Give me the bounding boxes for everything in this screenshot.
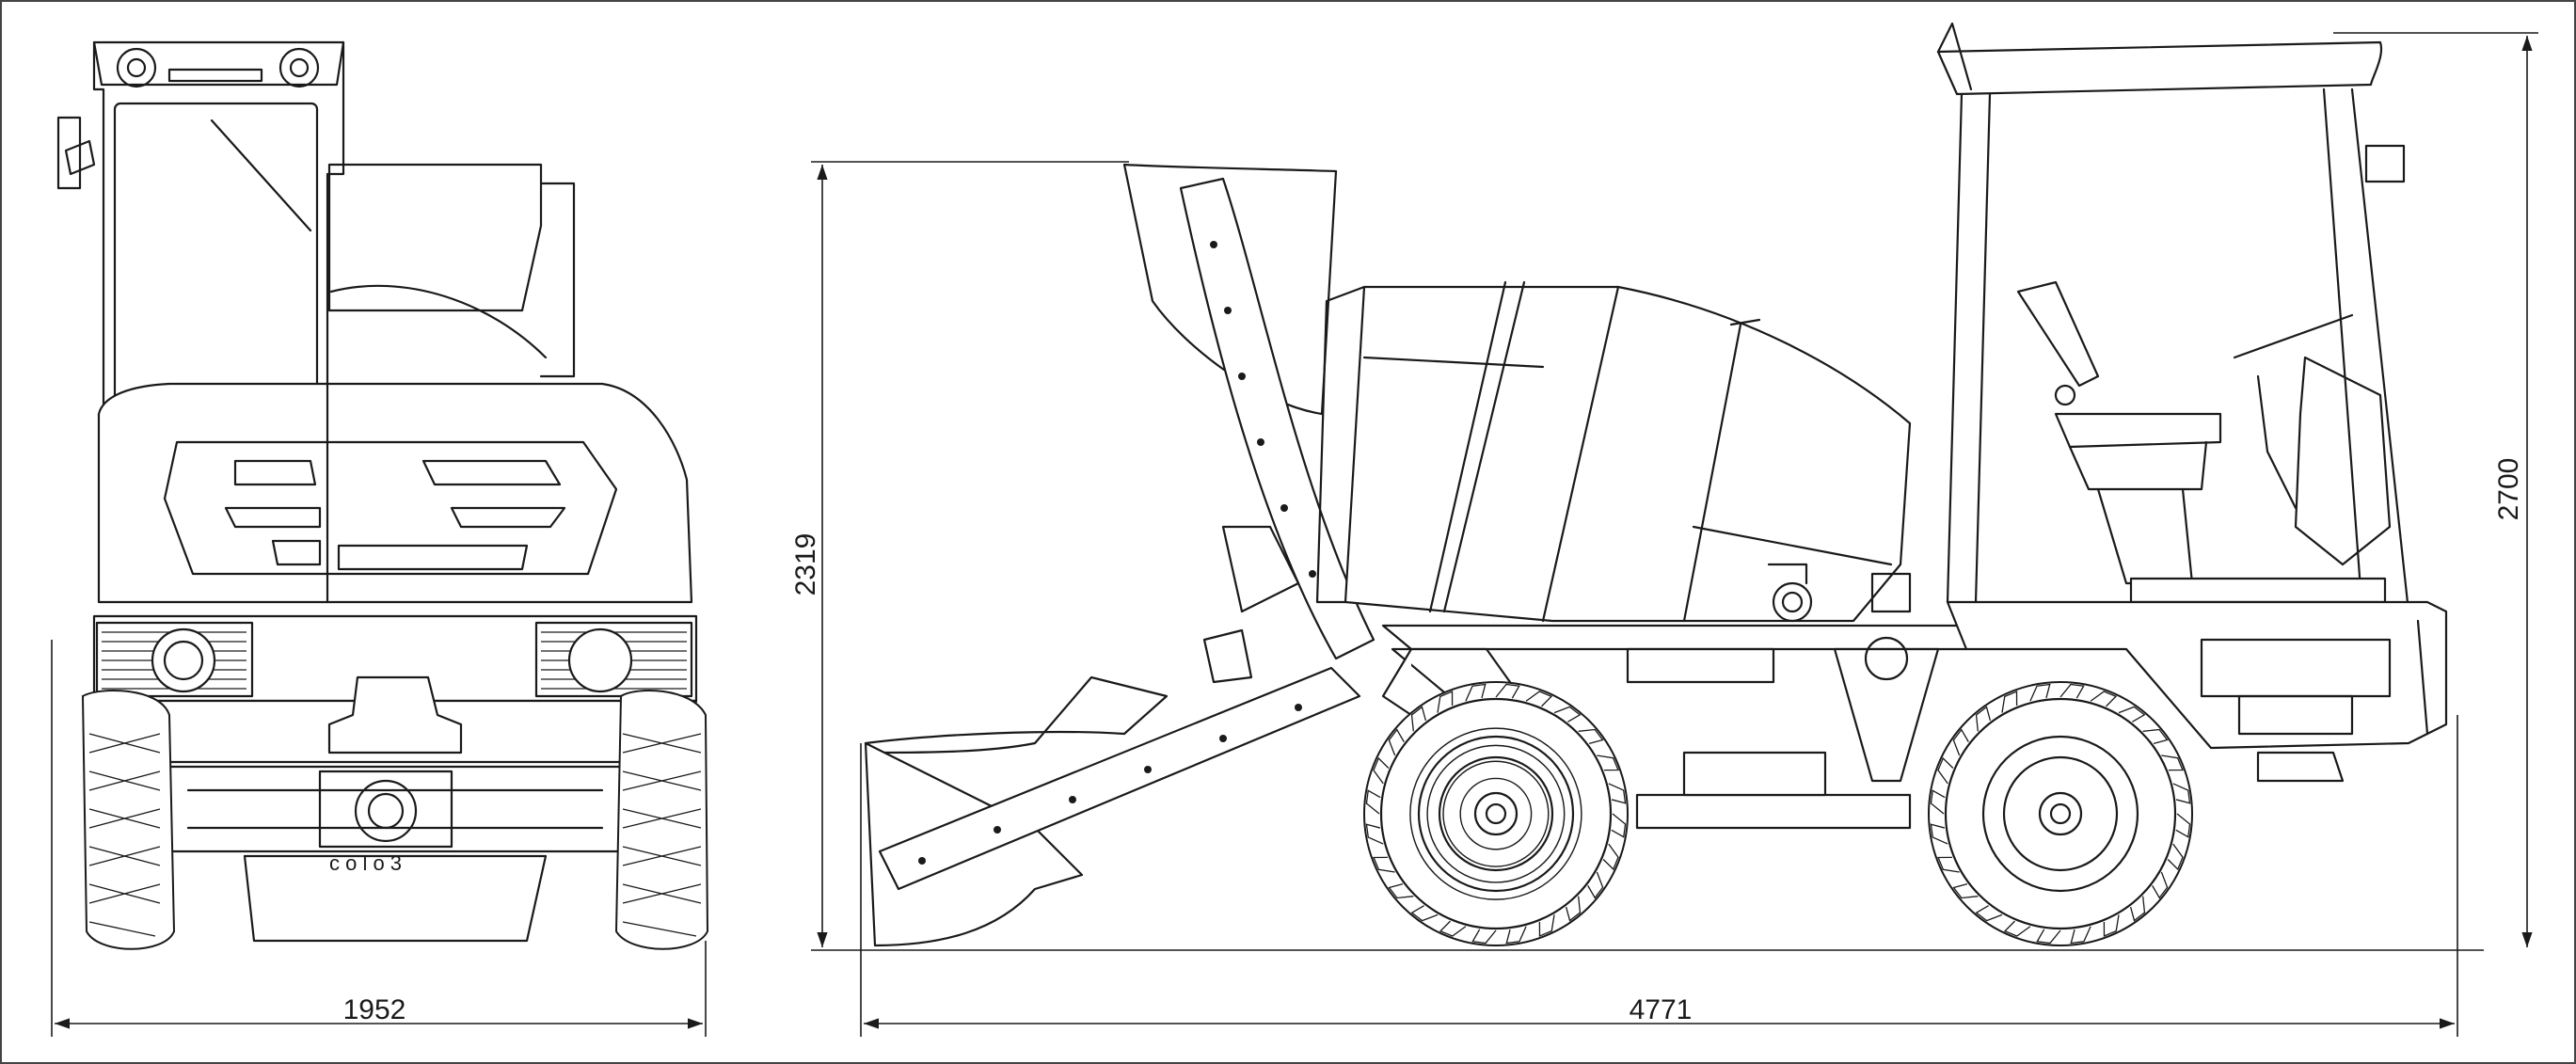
tire-lug xyxy=(2175,813,2191,838)
overall-length-label: 4771 xyxy=(1630,994,1693,1025)
tire-lug xyxy=(2059,683,2085,699)
tire-lug xyxy=(1952,882,1979,899)
tire-lug xyxy=(2090,691,2118,707)
tire-lug xyxy=(1471,929,1497,945)
side-view xyxy=(864,22,2448,947)
tire-lug xyxy=(1410,905,1439,922)
tire-lug xyxy=(1597,754,1619,771)
tire-lug xyxy=(1553,706,1582,723)
front-width-dimension: 1952 xyxy=(51,640,707,1037)
tire-lug xyxy=(2070,926,2091,945)
tire-lug xyxy=(1602,843,1619,871)
tire-lug xyxy=(1373,756,1390,785)
tire-lug xyxy=(2167,843,2184,871)
tire-lug xyxy=(1373,856,1395,873)
tire-lug xyxy=(2129,896,2146,922)
overall-length-dimension: 4771 xyxy=(860,715,2458,1037)
tire-lug xyxy=(1608,783,1627,804)
tire-lug xyxy=(1587,871,1604,899)
front-left-tire xyxy=(81,690,176,950)
tire-lug xyxy=(2172,783,2191,804)
tire-lug xyxy=(1975,905,2003,922)
overall-height-label: 2700 xyxy=(2493,458,2524,521)
tire-lug xyxy=(1437,691,1454,713)
tire-lug xyxy=(1937,756,1954,785)
left-headlamp xyxy=(95,621,254,698)
tire-lug xyxy=(1952,728,1969,756)
front-view: c o l o 3 xyxy=(56,40,709,950)
tire-lug xyxy=(2003,920,2031,937)
tire-lug xyxy=(1611,813,1627,838)
overall-height-dimension: 2700 xyxy=(2333,32,2538,947)
tire-lug xyxy=(1578,728,1604,745)
tire-lug xyxy=(2142,728,2169,745)
tire-lug xyxy=(2029,683,2051,702)
tire-lug xyxy=(2152,871,2169,899)
front-width-label: 1952 xyxy=(343,994,406,1025)
tire-lug xyxy=(1388,882,1414,899)
mixer-height-dimension: 2319 xyxy=(790,161,2484,951)
tire-lug xyxy=(1975,706,1992,732)
tire-lug xyxy=(1525,691,1553,707)
tire-lug xyxy=(1930,789,1946,815)
right-headlamp xyxy=(534,621,693,698)
side-rear-tire xyxy=(1928,681,2193,946)
tire-lug xyxy=(1495,683,1520,699)
svg-text:c o l o 3: c o l o 3 xyxy=(329,851,402,875)
side-front-tire xyxy=(1363,681,1629,946)
tire-lug xyxy=(2118,706,2146,723)
tire-lug xyxy=(1410,706,1427,732)
tire-lug xyxy=(1439,920,1467,937)
tire-lug xyxy=(2161,754,2184,771)
tire-lugs xyxy=(1365,683,2191,945)
mixer-height-label: 2319 xyxy=(790,533,821,596)
tire-lug xyxy=(2103,914,2120,937)
tire-lug xyxy=(1465,683,1487,702)
tire-lug xyxy=(1505,926,1527,945)
tire-lug xyxy=(1937,856,1960,873)
tire-lug xyxy=(2001,691,2018,713)
tire-lug xyxy=(1388,728,1405,756)
tire-lug xyxy=(1365,823,1384,845)
tire-lug xyxy=(2036,929,2061,945)
front-right-tire xyxy=(614,690,709,950)
tire-lug xyxy=(1538,914,1555,937)
tire-lug xyxy=(1365,789,1381,815)
tire-lug xyxy=(1565,896,1582,922)
tire-lug xyxy=(1930,823,1948,845)
